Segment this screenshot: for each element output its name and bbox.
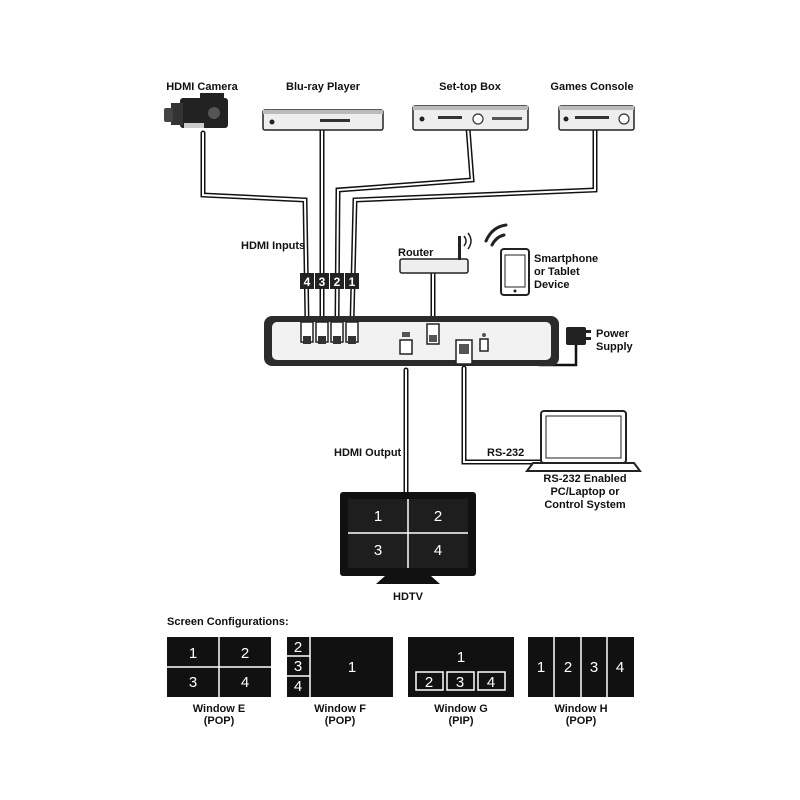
hdtv-window-2: 2	[434, 508, 442, 525]
laptop-icon	[525, 410, 642, 472]
tablet-icon	[500, 248, 530, 296]
pc-label-line1: RS-232 Enabled	[543, 473, 626, 485]
config-h-window-2: 2	[564, 659, 572, 676]
cable-camera	[200, 130, 310, 325]
config-window-f: 2 3 4 1	[287, 637, 393, 697]
screen-configurations-title: Screen Configurations:	[167, 616, 289, 628]
hdtv-label: HDTV	[393, 591, 424, 603]
power-supply-label-line1: Power	[596, 328, 630, 340]
config-e-mode: (POP)	[204, 715, 235, 727]
config-f-mode: (POP)	[325, 715, 356, 727]
config-g-window-3: 3	[456, 674, 464, 691]
config-f-window-4: 4	[294, 678, 302, 695]
router-label: Router	[398, 247, 434, 259]
wifi-signal-icon	[484, 223, 508, 247]
hdtv-window-3: 3	[374, 542, 382, 559]
port-4-label: 4	[304, 275, 311, 289]
config-f-name: Window F	[314, 703, 366, 715]
power-adapter-icon	[566, 327, 591, 345]
config-f-window-3: 3	[294, 658, 302, 675]
hdmi-camera-icon	[164, 93, 228, 128]
hdtv-window-1: 1	[374, 508, 382, 525]
settop-box-label: Set-top Box	[439, 81, 502, 93]
config-window-e: 1 2 3 4	[167, 637, 271, 697]
hdmi-camera-label: HDMI Camera	[166, 81, 238, 93]
config-e-window-2: 2	[241, 645, 249, 662]
pc-label-line3: Control System	[544, 499, 626, 511]
hdtv-window-4: 4	[434, 542, 442, 559]
bluray-player-label: Blu-ray Player	[286, 81, 361, 93]
config-h-window-3: 3	[590, 659, 598, 676]
hdmi-inputs-label: HDMI Inputs	[241, 240, 305, 252]
multiviewer-unit	[264, 316, 559, 366]
config-g-window-1: 1	[457, 649, 465, 666]
port-2-label: 2	[334, 275, 341, 289]
port-number-boxes: 4 3 2 1	[300, 273, 359, 289]
games-console-label: Games Console	[550, 81, 633, 93]
config-f-window-1: 1	[348, 659, 356, 676]
pc-label-line2: PC/Laptop or	[550, 486, 620, 498]
config-h-window-1: 1	[537, 659, 545, 676]
hdmi-output-label: HDMI Output	[334, 447, 402, 459]
cable-settop	[334, 125, 475, 325]
config-e-window-4: 4	[241, 674, 249, 691]
config-window-g: 1 2 3 4	[408, 637, 514, 697]
cables	[200, 125, 598, 495]
config-g-window-4: 4	[487, 674, 495, 691]
smartphone-label-line2: or Tablet	[534, 266, 580, 278]
config-h-name: Window H	[554, 703, 607, 715]
config-e-window-1: 1	[189, 645, 197, 662]
port-1-label: 1	[349, 275, 356, 289]
config-g-window-2: 2	[425, 674, 433, 691]
config-h-mode: (POP)	[566, 715, 597, 727]
config-g-name: Window G	[434, 703, 488, 715]
port-3-label: 3	[319, 275, 326, 289]
bluray-player-icon	[262, 109, 384, 131]
config-h-window-4: 4	[616, 659, 624, 676]
cable-console	[349, 125, 598, 325]
router-icon	[399, 232, 472, 274]
config-window-h: 1 2 3 4	[528, 637, 634, 697]
config-e-name: Window E	[193, 703, 245, 715]
smartphone-label-line1: Smartphone	[534, 253, 598, 265]
config-f-window-2: 2	[294, 639, 302, 656]
config-e-window-3: 3	[189, 674, 197, 691]
rs232-label: RS-232	[487, 447, 524, 459]
smartphone-label-line3: Device	[534, 279, 569, 291]
settop-box-icon	[412, 105, 529, 131]
games-console-icon	[558, 105, 635, 131]
config-g-mode: (PIP)	[448, 715, 473, 727]
hdtv-icon	[340, 492, 476, 584]
power-supply-label-line2: Supply	[596, 341, 634, 353]
